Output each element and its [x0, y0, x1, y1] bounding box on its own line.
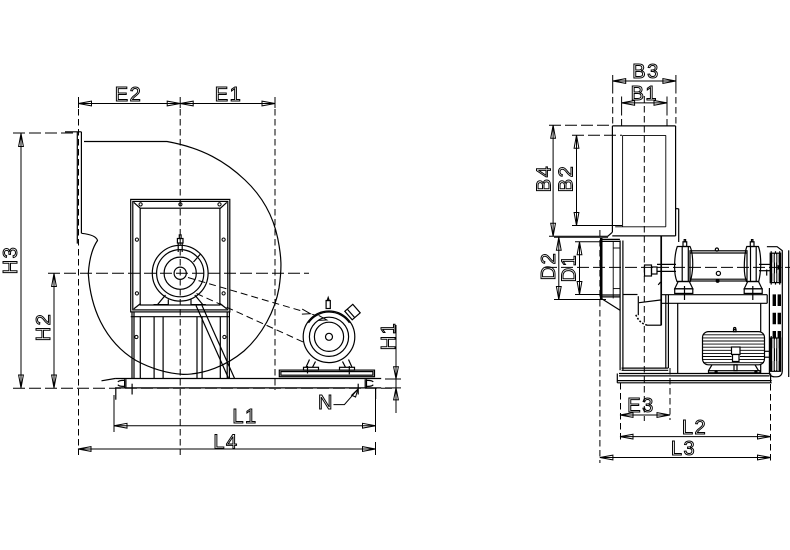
svg-text:E1: E1 — [215, 84, 242, 106]
svg-text:D2: D2 — [538, 252, 560, 281]
svg-text:B1: B1 — [631, 83, 658, 105]
svg-text:L1: L1 — [232, 406, 257, 428]
svg-text:D1: D1 — [559, 254, 581, 283]
svg-text:B2: B2 — [556, 165, 578, 192]
svg-text:H3: H3 — [0, 246, 22, 275]
svg-text:H2: H2 — [33, 313, 55, 342]
svg-text:E2: E2 — [115, 84, 142, 106]
svg-text:E3: E3 — [627, 395, 654, 417]
svg-text:B4: B4 — [534, 165, 556, 192]
svg-text:L4: L4 — [213, 432, 238, 454]
svg-text:L2: L2 — [682, 417, 707, 439]
svg-text:B3: B3 — [632, 61, 659, 83]
svg-text:L3: L3 — [671, 438, 696, 460]
svg-text:N: N — [318, 392, 334, 414]
svg-text:H1: H1 — [378, 322, 400, 351]
